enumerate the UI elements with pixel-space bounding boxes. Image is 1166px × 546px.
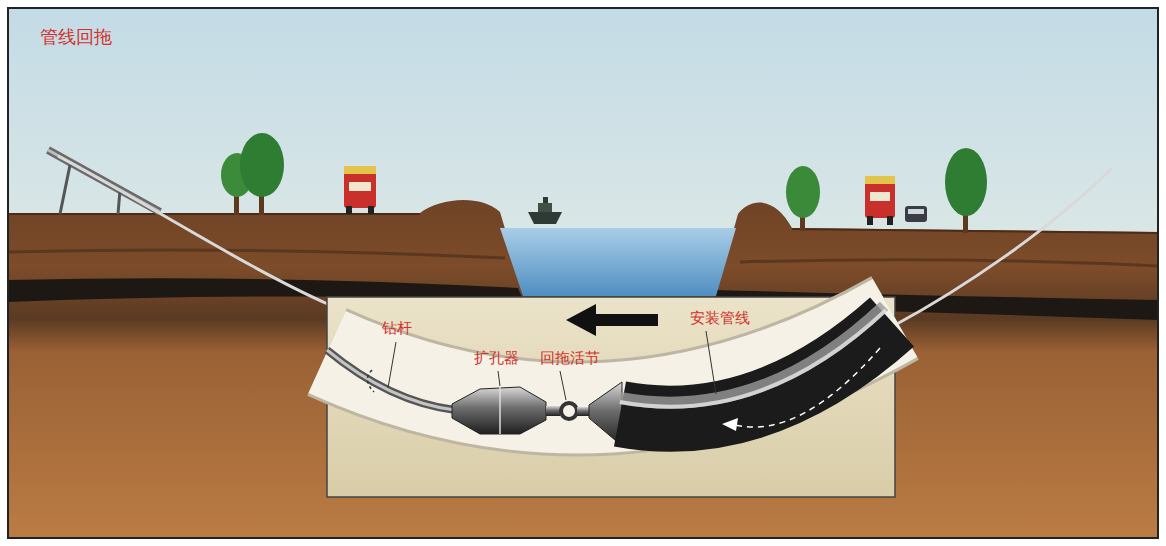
- tree: [221, 133, 987, 233]
- part-label: 安装管线: [688, 309, 752, 327]
- truck: [344, 166, 927, 225]
- part-label: 扩孔器: [472, 349, 521, 367]
- diagram-title: 管线回拖: [40, 26, 112, 48]
- part-label: 钻杆: [380, 319, 414, 337]
- part-label: 回拖活节: [538, 349, 602, 367]
